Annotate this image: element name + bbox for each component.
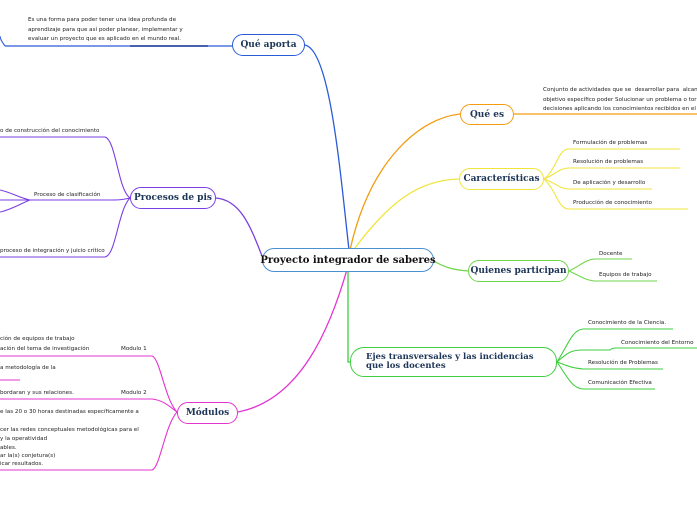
modulo-text: bordaran y sus relaciones. <box>0 390 74 396</box>
eje-item: Conocimiento del Entorno <box>621 340 694 346</box>
connector-proc-2b <box>0 199 31 213</box>
participante-item: Docente <box>599 251 623 257</box>
modulo-text: icar resultados. <box>0 461 44 467</box>
quienes-participan-node[interactable]: Quienes participan <box>468 260 569 282</box>
connector-procesos <box>215 197 263 257</box>
modulo-text: ables. <box>0 445 17 451</box>
modulos-label: Módulos <box>185 408 230 418</box>
modulo-1-label: Modulo 1 <box>121 346 147 352</box>
eje-item: Resolución de Problemas <box>588 360 658 366</box>
que-aporta-detail: Es una forma para poder tener una idea p… <box>28 17 183 42</box>
connector-quienes-2 <box>568 270 657 282</box>
connector-car-4 <box>543 178 688 210</box>
proceso-item: Proceso de clasificación <box>34 192 101 198</box>
connector-mod-3 <box>0 411 178 471</box>
connector-ejes <box>347 270 352 363</box>
participante-item: Equipos de trabajo <box>599 272 652 278</box>
connector-caracteristicas <box>351 178 460 253</box>
connector-proc-2a <box>0 189 31 201</box>
connector-car-2 <box>543 167 680 180</box>
modulo-text: ción de equipos de trabajo <box>0 336 75 342</box>
connector-que-es <box>349 113 461 251</box>
que-es-node[interactable]: Qué es <box>460 104 514 125</box>
modulo-text: a metodología de la <box>0 365 56 371</box>
que-aporta-node[interactable]: Qué aporta <box>232 34 305 56</box>
connector-proc-1 <box>0 136 131 199</box>
modulo-text: e las 20 o 30 horas destinadas específic… <box>0 409 139 415</box>
connector-proc-3 <box>0 197 131 258</box>
connector-quienes <box>431 259 469 272</box>
central-node-label: Proyecto integrador de saberes <box>260 254 436 266</box>
connector-modulos <box>237 265 349 413</box>
connector-ejes-2 <box>556 347 697 363</box>
connector-car-1 <box>543 148 680 180</box>
proceso-item: proceso de integración y juicio crítico <box>0 248 105 254</box>
que-aporta-label: Qué aporta <box>240 40 297 50</box>
connector-que-aporta <box>304 44 350 251</box>
ejes-label: Ejes transversales y las incidencias que… <box>366 352 534 371</box>
modulo-text: cer las redes conceptuales metodológicas… <box>0 427 139 433</box>
procesos-label: Procesos de pis <box>134 193 212 203</box>
eje-item: Comunicación Efectiva <box>588 380 652 386</box>
modulos-node[interactable]: Módulos <box>177 402 238 424</box>
caracteristica-item: Producción de conocimiento <box>573 200 652 206</box>
caracteristica-item: Resolución de problemas <box>573 159 644 165</box>
caracteristica-item: De aplicación y desarrollo <box>573 180 646 186</box>
connector-mod-1 <box>0 355 178 413</box>
eje-item: Conocimiento de la Ciencia. <box>588 320 667 326</box>
caracteristicas-label: Características <box>463 174 540 184</box>
connector-ejes-4 <box>556 361 655 390</box>
modulo-text: y la operatividad <box>0 436 48 442</box>
connector-ejes-1 <box>556 328 673 363</box>
quienes-participan-label: Quienes participan <box>470 266 567 276</box>
connector-quienes-1 <box>568 258 632 272</box>
modulo-text: ar la(s) conjetura(s) <box>0 453 56 459</box>
modulo-2-label: Modulo 2 <box>121 390 147 396</box>
modulo-text: ación del tema de investigación <box>0 346 90 352</box>
que-es-detail: Conjunto de actividades que se desarroll… <box>543 87 697 112</box>
caracteristicas-node[interactable]: Características <box>459 168 544 190</box>
central-node[interactable]: Proyecto integrador de saberes <box>260 248 436 272</box>
connector-mod-2 <box>0 398 178 413</box>
connector-car-3 <box>543 178 652 190</box>
connector-que-aporta-left <box>0 35 6 47</box>
ejes-node[interactable]: Ejes transversales y las incidencias que… <box>350 347 557 377</box>
connector-ejes-3 <box>556 361 663 370</box>
procesos-node[interactable]: Procesos de pis <box>130 187 216 209</box>
connector-proc-2 <box>0 197 131 201</box>
caracteristica-item: Formulación de problemas <box>573 140 648 146</box>
proceso-item: o de construcción del conocimiento <box>0 128 100 134</box>
que-es-label: Qué es <box>469 109 505 120</box>
